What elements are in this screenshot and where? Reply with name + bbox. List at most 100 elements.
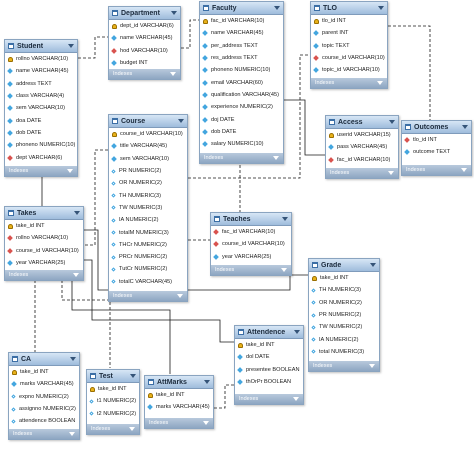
chevron-down-icon[interactable] <box>171 11 177 15</box>
indexes-bar[interactable]: Indexes <box>5 166 77 176</box>
column-label: take_id INT <box>98 386 127 393</box>
chevron-down-icon[interactable] <box>178 119 184 123</box>
column-label: name VARCHAR(45) <box>211 30 264 37</box>
chevron-down-icon[interactable] <box>69 432 75 436</box>
table-department[interactable]: Department dept_id VARCHAR(6) name VARCH… <box>108 6 181 80</box>
chevron-down-icon[interactable] <box>73 273 79 277</box>
column-icon <box>111 193 116 198</box>
column-label: course_id VARCHAR(10) <box>322 55 385 62</box>
column-label: rollno VARCHAR(10) <box>16 235 69 242</box>
column-label: take_id INT <box>246 342 275 349</box>
chevron-down-icon[interactable] <box>378 6 384 10</box>
column-label: totalC VARCHAR(45) <box>119 278 173 285</box>
table-icon <box>329 119 335 125</box>
column-label: fac_id VARCHAR(10) <box>211 18 265 25</box>
indexes-bar[interactable]: Indexes <box>109 291 187 301</box>
indexes-bar[interactable]: Indexes <box>326 168 398 178</box>
chevron-down-icon[interactable] <box>293 397 299 401</box>
table-tlo[interactable]: TLO tlo_id INT parent INT topic TEXT cou… <box>310 1 388 89</box>
table-outcomes[interactable]: Outcomes tlo_id INT outcome TEXT Indexes <box>401 120 472 176</box>
table-header: TLO <box>311 2 387 15</box>
indexes-bar[interactable]: Indexes <box>309 361 379 371</box>
chevron-down-icon[interactable] <box>282 217 288 221</box>
chevron-down-icon[interactable] <box>74 211 80 215</box>
indexes-bar[interactable]: Indexes <box>87 424 139 434</box>
chevron-down-icon[interactable] <box>377 81 383 85</box>
foreign-key-icon <box>7 247 13 254</box>
column-row: TH NUMERIC(3) <box>109 189 187 201</box>
column-icon <box>111 267 116 272</box>
indexes-label: Indexes <box>204 155 224 161</box>
indexes-bar[interactable]: Indexes <box>311 78 387 88</box>
column-label: phoneno NUMERIC(10) <box>16 142 76 149</box>
table-test[interactable]: Test take_id INT t1 NUMERIC(2) t2 NUMERI… <box>86 369 140 435</box>
column-icon <box>7 80 13 87</box>
chevron-down-icon[interactable] <box>274 6 280 10</box>
indexes-bar[interactable]: Indexes <box>109 69 180 79</box>
table-student[interactable]: Student rollno VARCHAR(10) name VARCHAR(… <box>4 39 78 177</box>
chevron-down-icon[interactable] <box>388 171 394 175</box>
chevron-down-icon[interactable] <box>170 72 176 76</box>
chevron-down-icon[interactable] <box>67 169 73 173</box>
column-label: THCr NUMERIC(2) <box>119 241 167 248</box>
column-icon <box>237 354 243 361</box>
chevron-down-icon[interactable] <box>203 421 209 425</box>
table-title: Test <box>99 372 113 380</box>
table-access[interactable]: Access userid VARCHAR(15) pass VARCHAR(4… <box>325 115 399 179</box>
column-row: fac_id VARCHAR(10) <box>200 15 283 27</box>
table-takes[interactable]: Takes take_id INT rollno VARCHAR(10) cou… <box>4 206 84 281</box>
chevron-down-icon[interactable] <box>369 364 375 368</box>
table-icon <box>214 216 220 222</box>
table-attendence[interactable]: Attendence take_id INT dol DATE presente… <box>234 325 304 405</box>
chevron-down-icon[interactable] <box>68 44 74 48</box>
column-label: PR NUMERIC(2) <box>119 168 162 175</box>
indexes-label: Indexes <box>13 431 33 437</box>
column-label: presentee BOOLEAN <box>246 366 300 373</box>
primary-key-icon <box>312 275 317 281</box>
column-icon <box>7 142 13 149</box>
indexes-bar[interactable]: Indexes <box>9 429 79 439</box>
column-row: qualification VARCHAR(45) <box>200 89 283 101</box>
chevron-down-icon[interactable] <box>370 263 376 267</box>
column-row: take_id INT <box>309 272 379 284</box>
column-label: take_id INT <box>320 275 349 282</box>
chevron-down-icon[interactable] <box>129 427 135 431</box>
indexes-bar[interactable]: Indexes <box>5 270 83 280</box>
column-label: doa DATE <box>16 117 42 124</box>
indexes-bar[interactable]: Indexes <box>211 265 291 275</box>
foreign-key-icon <box>7 154 13 161</box>
column-icon <box>311 349 316 355</box>
column-row: take_id INT <box>235 339 303 351</box>
column-label: rollno VARCHAR(10) <box>16 56 69 63</box>
chevron-down-icon[interactable] <box>281 268 287 272</box>
table-header: Attendence <box>235 326 303 339</box>
table-grade[interactable]: Grade take_id INT TH NUMERIC(3) OR NUMER… <box>308 258 380 372</box>
chevron-down-icon[interactable] <box>70 357 76 361</box>
column-icon <box>213 253 219 260</box>
column-label: per_address TEXT <box>211 42 258 49</box>
table-attmarks[interactable]: AttMarks take_id INT marks VARCHAR(45) I… <box>144 375 214 429</box>
chevron-down-icon[interactable] <box>204 380 210 384</box>
chevron-down-icon[interactable] <box>130 374 136 378</box>
table-teaches[interactable]: Teaches fac_id VARCHAR(10) course_id VAR… <box>210 212 292 276</box>
table-course[interactable]: Course course_id VARCHAR(10) title VARCH… <box>108 114 188 302</box>
table-title: CA <box>21 355 32 363</box>
table-ca[interactable]: CA take_id INT marks VARCHAR(45) expno N… <box>8 352 80 440</box>
column-label: res_address TEXT <box>211 55 258 62</box>
chevron-down-icon[interactable] <box>461 168 467 172</box>
chevron-down-icon[interactable] <box>389 120 395 124</box>
column-row: name VARCHAR(45) <box>5 65 77 77</box>
chevron-down-icon[interactable] <box>177 294 183 298</box>
chevron-down-icon[interactable] <box>273 156 279 160</box>
column-row: OR NUMERIC(2) <box>309 297 379 309</box>
table-faculty[interactable]: Faculty fac_id VARCHAR(10) name VARCHAR(… <box>199 1 284 164</box>
foreign-key-icon <box>404 137 410 143</box>
chevron-down-icon[interactable] <box>462 125 468 129</box>
indexes-bar[interactable]: Indexes <box>145 418 213 428</box>
indexes-bar[interactable]: Indexes <box>200 153 283 163</box>
chevron-down-icon[interactable] <box>294 330 300 334</box>
table-title: Access <box>338 118 363 126</box>
column-label: total NUMERIC(3) <box>319 348 365 355</box>
indexes-bar[interactable]: Indexes <box>235 394 303 404</box>
indexes-bar[interactable]: Indexes <box>402 165 471 175</box>
